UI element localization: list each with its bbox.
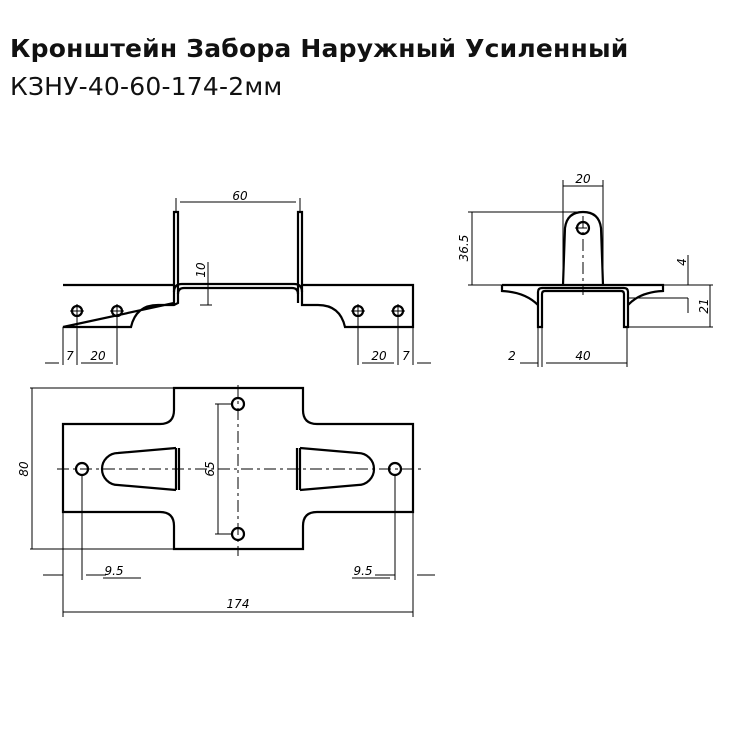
front-dimension-lines: [45, 198, 431, 365]
dim-4: 4: [675, 258, 689, 266]
dim-2: 2: [508, 349, 516, 363]
side-view: 20 36.5 4 21 2 40: [457, 172, 713, 367]
front-plate-outline: [62, 210, 415, 329]
dim-20-tab: 20: [575, 172, 591, 186]
dim-80: 80: [17, 461, 31, 477]
dim-20-left: 20: [90, 349, 106, 363]
dim-21: 21: [697, 298, 711, 313]
plan-view: 80 65 9.5 9.5 174: [17, 385, 435, 617]
side-flange: [500, 283, 665, 306]
dim-10: 10: [194, 262, 208, 278]
front-view: 60 10 7 20 20 7: [45, 189, 431, 365]
front-channel-bottom: [172, 282, 304, 295]
dim-40: 40: [575, 349, 591, 363]
dim-7-right: 7: [402, 349, 410, 363]
dim-65: 65: [203, 461, 217, 476]
side-dimension-lines: [468, 180, 713, 367]
side-centerline: [575, 216, 591, 295]
dim-7-left: 7: [66, 349, 74, 363]
dim-20-right: 20: [371, 349, 387, 363]
dim-9-5-left: 9.5: [104, 564, 123, 578]
plan-dimension-lines: [30, 387, 435, 617]
dim-60: 60: [232, 189, 248, 203]
dim-9-5-right: 9.5: [353, 564, 372, 578]
drawing-title: Кронштейн Забора Наружный Усиленный: [10, 34, 629, 63]
dim-174: 174: [227, 597, 250, 611]
side-channel: [536, 286, 630, 329]
dim-36-5: 36.5: [457, 235, 471, 262]
front-holes: [70, 304, 405, 318]
product-code: КЗНУ-40-60-174-2мм: [10, 72, 283, 101]
plan-centerlines: [57, 385, 422, 556]
